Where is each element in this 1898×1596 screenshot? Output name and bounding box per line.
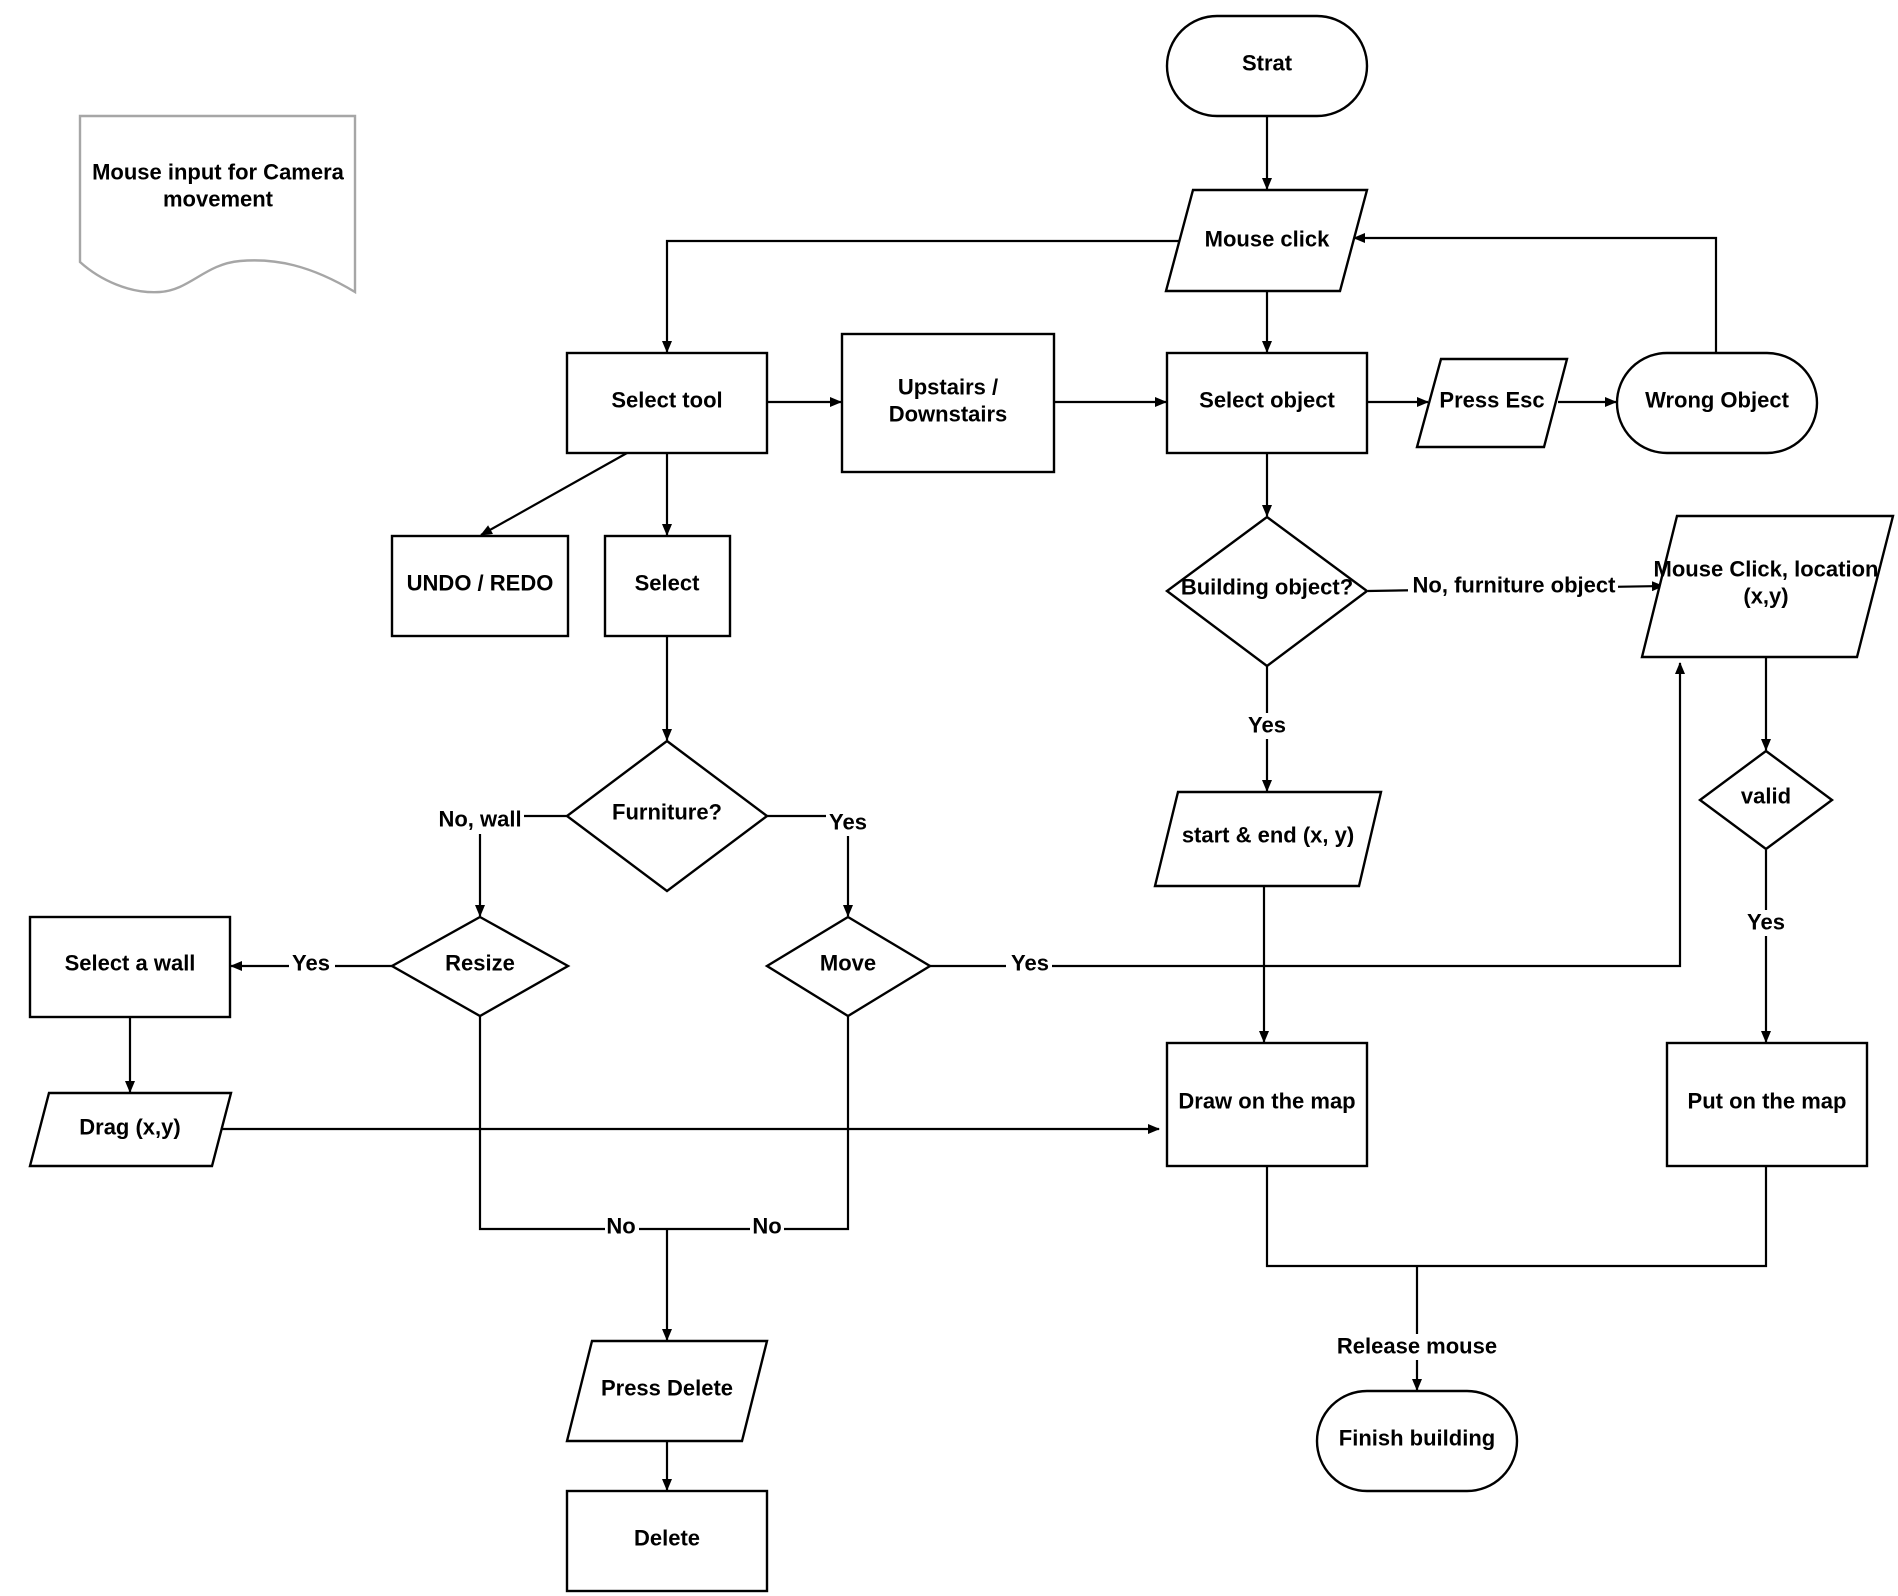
connectors [125, 117, 1771, 1491]
edge-label-yes-move: Yes [1011, 951, 1049, 976]
mouse-click-location-input: Mouse Click, location (x,y) [1640, 514, 1895, 659]
start-terminator: Strat [1165, 14, 1369, 118]
valid-label: valid [1741, 784, 1791, 809]
select-tool-process: Select tool [565, 351, 769, 455]
resize-decision: Resize [389, 915, 571, 1018]
furniture-label: Furniture? [612, 800, 722, 825]
draw-on-map-process: Draw on the map [1165, 1041, 1369, 1168]
undo-redo-process: UNDO / REDO [390, 534, 570, 638]
finish-building-terminator: Finish building [1315, 1389, 1519, 1493]
mouse-click-location-line2: (x,y) [1743, 584, 1788, 609]
move-label: Move [820, 951, 876, 976]
move-decision: Move [764, 915, 933, 1018]
edge-label-yes-valid: Yes [1747, 910, 1785, 935]
press-esc-input: Press Esc [1415, 357, 1569, 449]
edge-label-yes-furniture: Yes [829, 810, 867, 835]
camera-note-line1: Mouse input for Camera [92, 160, 345, 185]
edge-label-yes-resize: Yes [292, 951, 330, 976]
press-delete-label: Press Delete [601, 1376, 733, 1401]
delete-label: Delete [634, 1526, 700, 1551]
mouse-click-location-line1: Mouse Click, location [1654, 557, 1879, 582]
draw-on-map-label: Draw on the map [1178, 1089, 1355, 1114]
press-esc-label: Press Esc [1439, 388, 1544, 413]
drag-input: Drag (x,y) [28, 1091, 233, 1168]
mouse-click-label: Mouse click [1205, 227, 1330, 252]
camera-note-document: Mouse input for Camera movement [78, 114, 357, 295]
edge-wrong-object-to-mouse-click [1353, 233, 1718, 352]
wrong-object-label: Wrong Object [1645, 388, 1789, 413]
edge-mouse-click-to-select-tool [662, 239, 1180, 353]
select-wall-process: Select a wall [28, 915, 232, 1019]
camera-note-line2: movement [163, 187, 274, 212]
select-tool-label: Select tool [611, 388, 722, 413]
edge-draw-to-merge [1265, 1166, 1768, 1268]
edge-label-no-move: No [752, 1214, 781, 1239]
finish-building-label: Finish building [1339, 1426, 1495, 1451]
building-object-decision: Building object? [1164, 515, 1370, 668]
edge-move-no [667, 1016, 850, 1231]
valid-decision: valid [1697, 749, 1835, 851]
start-end-label: start & end (x, y) [1182, 823, 1354, 848]
upstairs-downstairs-process: Upstairs / Downstairs [840, 332, 1056, 474]
edge-label-release-mouse: Release mouse [1337, 1334, 1497, 1359]
select-label: Select [635, 571, 700, 596]
undo-redo-label: UNDO / REDO [407, 571, 554, 596]
edge-label-no-wall: No, wall [438, 807, 521, 832]
wrong-object-terminator: Wrong Object [1615, 351, 1819, 455]
edge-move-to-mouse-click-location [930, 662, 1685, 968]
start-end-input: start & end (x, y) [1153, 790, 1383, 888]
select-object-process: Select object [1165, 351, 1369, 455]
mouse-click-input: Mouse click [1164, 188, 1369, 293]
edge-label-yes-building: Yes [1248, 713, 1286, 738]
put-on-map-process: Put on the map [1665, 1041, 1869, 1168]
building-object-label: Building object? [1181, 575, 1353, 600]
drag-label: Drag (x,y) [79, 1115, 180, 1140]
select-object-label: Select object [1199, 388, 1335, 413]
press-delete-input: Press Delete [565, 1339, 769, 1443]
upstairs-label-line2: Downstairs [889, 402, 1008, 427]
start-label: Strat [1242, 51, 1293, 76]
edge-select-tool-to-undo [480, 452, 628, 536]
edge-resize-no [478, 1016, 667, 1231]
delete-process: Delete [565, 1489, 769, 1593]
upstairs-label-line1: Upstairs / [898, 375, 998, 400]
furniture-decision: Furniture? [565, 739, 769, 893]
select-wall-label: Select a wall [65, 951, 196, 976]
edge-labels: No, furniture object Yes No, wall Yes Ye… [289, 573, 1790, 1360]
edge-label-no-furniture-object: No, furniture object [1413, 573, 1617, 598]
edge-label-no-resize: No [606, 1214, 635, 1239]
select-process: Select [603, 534, 732, 638]
put-on-map-label: Put on the map [1688, 1089, 1847, 1114]
resize-label: Resize [445, 951, 515, 976]
